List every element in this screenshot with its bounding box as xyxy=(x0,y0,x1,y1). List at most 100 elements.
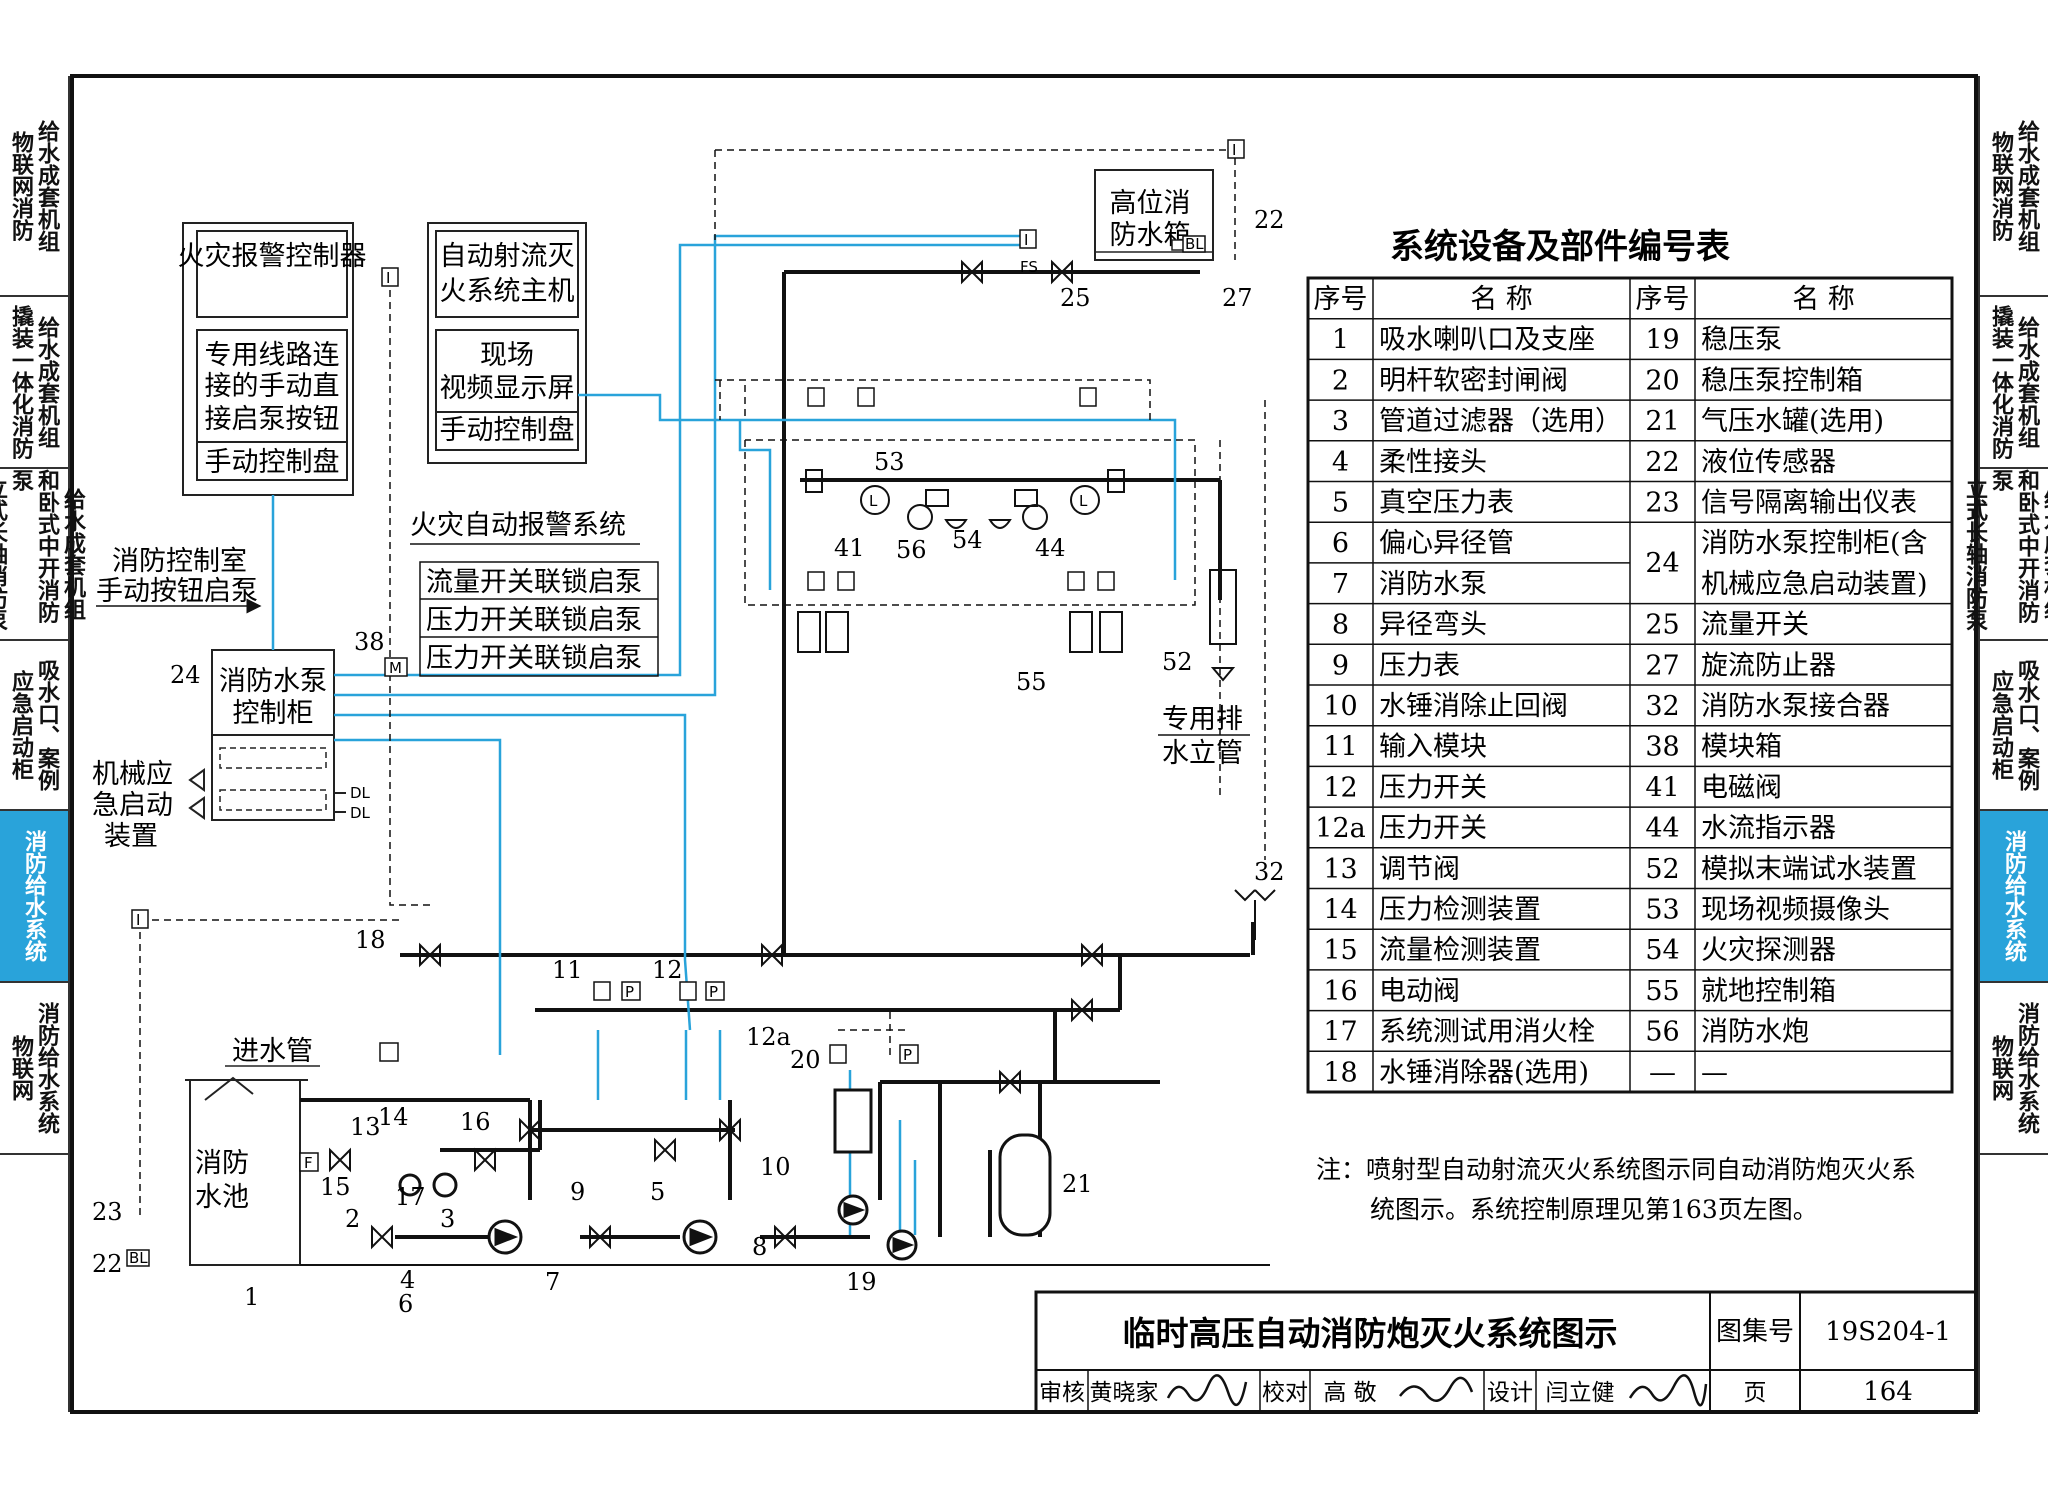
table-row-13-name-left: 调节阀 xyxy=(1379,854,1460,885)
table-row-11-name-left: 压力开关 xyxy=(1379,772,1487,803)
table-row-12-name-left: 压力开关 xyxy=(1379,813,1487,844)
table-row-3-no-right: 22 xyxy=(1645,447,1679,478)
left-tab-3[interactable]: 应急启动柜吸水口、案例 xyxy=(0,641,68,811)
flow-switch-label: 流量开关联锁启泵 xyxy=(426,567,642,598)
num-32: 32 xyxy=(1254,858,1285,886)
pump-control-cabinet: 消防水泵 控制柜 DL DL xyxy=(188,649,371,822)
designer-signature xyxy=(1628,1374,1708,1407)
module-i-4: I xyxy=(136,911,140,929)
table-row-6-no-left: 7 xyxy=(1332,569,1349,600)
table-row-14-no-left: 14 xyxy=(1323,895,1357,926)
fire-pool: 消防 水池 进水管 xyxy=(185,1036,320,1266)
monitor-devices xyxy=(797,469,1237,682)
table-row-9-name-left: 水锤消除止回阀 xyxy=(1379,691,1568,722)
table-row-10-name-left: 输入模块 xyxy=(1379,732,1487,763)
table-row-2-name-right: 气压水罐(选用) xyxy=(1701,406,1884,437)
right-tab-5-line-1: 消防给水系统 xyxy=(2014,1002,2040,1134)
page-number: 164 xyxy=(1863,1377,1913,1407)
table-row-13-no-left: 13 xyxy=(1323,854,1357,885)
left-tab-3-line-0: 应急启动柜 xyxy=(8,670,34,780)
right-tab-0[interactable]: 物联网消防给水成套机组 xyxy=(1980,76,2048,297)
table-row-9-name-right: 消防水泵接合器 xyxy=(1701,691,1890,722)
right-tab-1-line-0: 撬装一体化消防 xyxy=(1988,305,2014,459)
right-tab-2-line-1: 和卧式中开消防泵 xyxy=(1988,469,2040,623)
left-tab-5[interactable]: 物联网消防给水系统 xyxy=(0,983,68,1155)
table-row-14-name-right: 现场视频摄像头 xyxy=(1701,895,1890,926)
table-row-13-name-right: 模拟末端试水装置 xyxy=(1701,854,1917,885)
module-bl-2: BL xyxy=(129,1249,148,1267)
table-row-14-name-left: 压力检测装置 xyxy=(1379,895,1541,926)
right-tab-1-line-1: 给水成套机组 xyxy=(2014,316,2040,448)
table-row-10-no-right: 38 xyxy=(1645,732,1679,763)
table-header-no-right: 序号 xyxy=(1636,284,1690,315)
num-16: 16 xyxy=(460,1108,491,1136)
table-row-3-name-right: 液位传感器 xyxy=(1701,447,1836,478)
num-19: 19 xyxy=(846,1268,877,1296)
table-row-8-no-left: 9 xyxy=(1332,650,1349,681)
left-tab-4-line-0: 消防给水系统 xyxy=(21,830,47,962)
table-row-4-name-left: 真空压力表 xyxy=(1379,488,1514,519)
num-21: 21 xyxy=(1062,1170,1093,1198)
pressure-switch-label-2: 压力开关联锁启泵 xyxy=(426,643,642,674)
table-row-1-no-right: 20 xyxy=(1645,365,1679,396)
num-11: 11 xyxy=(552,956,583,984)
table-header-name-left: 名 称 xyxy=(1470,284,1533,315)
table-row-10-no-left: 11 xyxy=(1323,732,1357,763)
right-tab-4[interactable]: 消防给水系统 xyxy=(1980,811,2048,983)
right-tab-4-line-0: 消防给水系统 xyxy=(2001,830,2027,962)
table-row-17-no-right: 56 xyxy=(1645,1017,1679,1048)
table-row-7-name-left: 异径弯头 xyxy=(1379,610,1487,641)
table-header-no-left: 序号 xyxy=(1314,284,1368,315)
fire-alarm-controller-label-1: 火灾报警控制器 xyxy=(178,241,367,272)
num-23: 23 xyxy=(92,1198,123,1226)
pool-label-1: 消防 xyxy=(195,1148,249,1179)
num-44: 44 xyxy=(1035,534,1066,562)
left-tab-0[interactable]: 物联网消防给水成套机组 xyxy=(0,76,68,297)
module-bl-1: BL xyxy=(1185,235,1204,253)
num-4: 4 xyxy=(400,1266,415,1294)
table-row-11-no-right: 41 xyxy=(1645,772,1679,803)
num-12: 12 xyxy=(652,956,683,984)
left-tab-1[interactable]: 撬装一体化消防给水成套机组 xyxy=(0,297,68,469)
left-tab-4[interactable]: 消防给水系统 xyxy=(0,811,68,983)
right-tab-3[interactable]: 应急启动柜吸水口、案例 xyxy=(1980,641,2048,811)
num-41: 41 xyxy=(834,534,865,562)
review-label: 审核 xyxy=(1039,1380,1085,1406)
num-27: 27 xyxy=(1222,284,1253,312)
right-tab-5[interactable]: 物联网消防给水系统 xyxy=(1980,983,2048,1155)
pool-label-2: 水池 xyxy=(195,1182,249,1213)
table-row-2-no-right: 21 xyxy=(1645,406,1679,437)
pump-cabinet-label-2: 控制柜 xyxy=(233,698,314,729)
num-55: 55 xyxy=(1016,668,1047,696)
table-row-4-no-left: 5 xyxy=(1332,488,1349,519)
num-5: 5 xyxy=(650,1178,665,1206)
interlock-labels: 流量开关联锁启泵 压力开关联锁启泵 压力开关联锁启泵 xyxy=(419,561,659,677)
num-3: 3 xyxy=(440,1205,455,1233)
table-row-2-no-left: 3 xyxy=(1332,406,1349,437)
high-tank-label-1: 高位消 xyxy=(1110,188,1191,219)
table-row-5-name-left: 偏心异径管 xyxy=(1379,528,1514,559)
table-row-7-name-right: 流量开关 xyxy=(1701,610,1809,641)
num-38: 38 xyxy=(354,628,385,656)
module-boxes xyxy=(126,139,1245,1267)
table-row-12-no-left: 12a xyxy=(1315,813,1365,844)
table-row-4-name-right: 信号隔离输出仪表 xyxy=(1701,488,1917,519)
valves xyxy=(329,259,1276,1250)
control-room-label-1: 消防控制室 xyxy=(112,546,247,577)
right-tab-5-line-0: 物联网 xyxy=(1988,1035,2014,1101)
table-row-12-no-right: 44 xyxy=(1645,813,1679,844)
check-label: 校对 xyxy=(1262,1380,1308,1406)
table-row-16-no-right: 55 xyxy=(1645,976,1679,1007)
drain-riser-label-2: 水立管 xyxy=(1162,738,1243,769)
table-row-1-no-left: 2 xyxy=(1332,365,1349,396)
left-side-tabs: 物联网消防给水成套机组撬装一体化消防给水成套机组立式长轴消防泵和卧式中开消防泵给… xyxy=(0,76,86,1412)
num-54: 54 xyxy=(952,526,983,554)
video-screen-label-2: 视频显示屏 xyxy=(440,373,575,404)
video-screen-label-1: 现场 xyxy=(480,340,534,371)
num-1: 1 xyxy=(244,1283,259,1311)
table-row-18-name-right: — xyxy=(1701,1057,1728,1088)
table-row-18-no-left: 18 xyxy=(1323,1057,1357,1088)
manual-panel-left-label: 手动控制盘 xyxy=(205,447,340,478)
right-tab-1[interactable]: 撬装一体化消防给水成套机组 xyxy=(1980,297,2048,469)
